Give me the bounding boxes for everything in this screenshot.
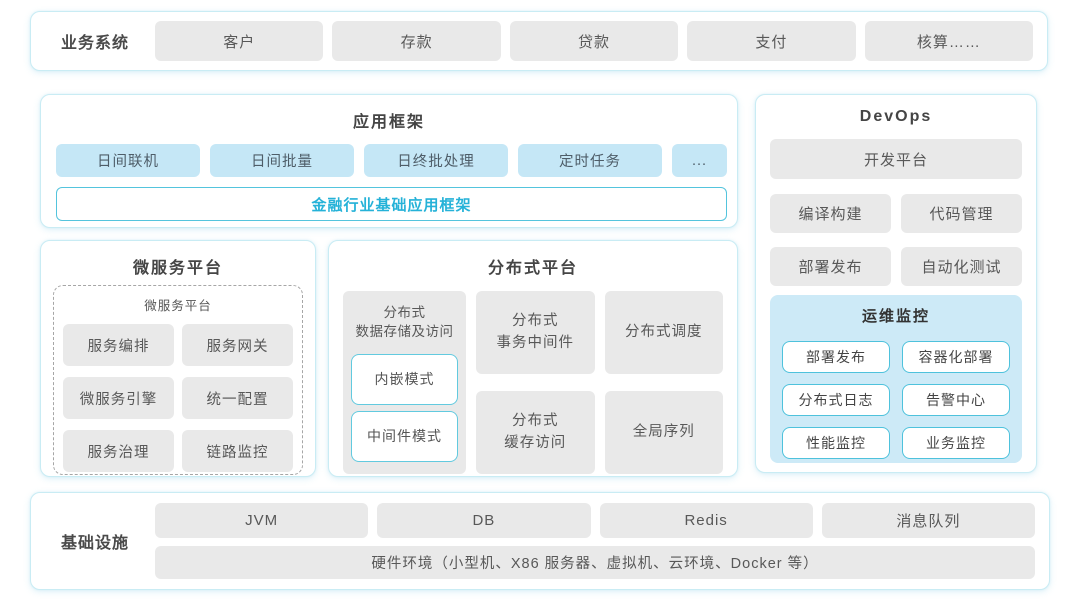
business-items-row: 客户 存款 贷款 支付 核算…… [155,21,1034,61]
box-service-orchestration: 服务编排 [63,324,174,366]
box-loan: 贷款 [509,21,679,61]
distributed-storage-title: 分布式 数据存储及访问 [355,305,454,339]
distributed-grid: 分布式 事务中间件 分布式调度 分布式 缓存访问 全局序列 [476,291,723,474]
devops-tools-grid: 编译构建 代码管理 部署发布 自动化测试 [770,194,1022,286]
box-global-sequence: 全局序列 [604,391,723,474]
box-dev-platform: 开发平台 [770,139,1022,179]
box-scheduled-task: 定时任务 [518,144,662,177]
box-container-deploy: 容器化部署 [902,341,1010,373]
box-day-batch: 日间批量 [210,144,354,177]
infrastructure-band: 基础设施 JVM DB Redis 消息队列 硬件环境（小型机、X86 服务器、… [30,492,1050,590]
box-distributed-cache: 分布式 缓存访问 [476,391,595,474]
box-eod-batch: 日终批处理 [364,144,508,177]
box-redis: Redis [599,503,813,538]
box-service-gateway: 服务网关 [182,324,293,366]
box-day-online: 日间联机 [56,144,200,177]
distributed-title: 分布式平台 [487,260,578,277]
microservices-title: 微服务平台 [132,260,223,277]
app-framework-panel: 应用框架 日间联机 日间批量 日终批处理 定时任务 ... 金融行业基础应用框架 [40,94,738,228]
box-distributed-storage: 分布式 数据存储及访问 内嵌模式 中间件模式 [343,291,466,474]
devops-panel: DevOps 开发平台 编译构建 代码管理 部署发布 自动化测试 运维监控 部署… [755,94,1037,473]
microservices-inner-title: 微服务平台 [144,299,212,313]
ops-monitor-title: 运维监控 [861,308,930,325]
box-business-monitor: 业务监控 [902,427,1010,459]
business-systems-band: 业务系统 客户 存款 贷款 支付 核算…… [30,11,1048,71]
microservices-grid: 服务编排 服务网关 微服务引擎 统一配置 服务治理 链路监控 [63,324,293,472]
box-deploy-release: 部署发布 [770,247,891,286]
finance-base-framework-bar: 金融行业基础应用框架 [56,187,727,221]
box-hardware-environment: 硬件环境（小型机、X86 服务器、虚拟机、云环境、Docker 等） [155,546,1035,579]
box-automated-test: 自动化测试 [901,247,1022,286]
box-distributed-transaction: 分布式 事务中间件 [476,291,595,374]
distributed-body: 分布式 数据存储及访问 内嵌模式 中间件模式 分布式 事务中间件 分布式调度 分… [343,291,723,474]
box-performance-monitor: 性能监控 [782,427,890,459]
box-middleware-mode: 中间件模式 [351,410,458,462]
ops-monitor-grid: 部署发布 容器化部署 分布式日志 告警中心 性能监控 业务监控 [782,341,1010,459]
devops-title: DevOps [859,108,933,125]
box-build: 编译构建 [770,194,891,233]
box-code-management: 代码管理 [901,194,1022,233]
box-service-governance: 服务治理 [63,430,174,472]
box-payment: 支付 [687,21,856,61]
infrastructure-content: JVM DB Redis 消息队列 硬件环境（小型机、X86 服务器、虚拟机、云… [155,503,1035,579]
microservices-panel: 微服务平台 微服务平台 服务编排 服务网关 微服务引擎 统一配置 服务治理 链路… [40,240,316,477]
infrastructure-items-row: JVM DB Redis 消息队列 [155,503,1035,538]
microservices-dashed-group: 微服务平台 服务编排 服务网关 微服务引擎 统一配置 服务治理 链路监控 [53,285,303,475]
box-distributed-scheduler: 分布式调度 [604,291,723,374]
app-framework-modules-row: 日间联机 日间批量 日终批处理 定时任务 ... [56,144,727,177]
box-monitor-deploy: 部署发布 [782,341,890,373]
box-unified-config: 统一配置 [182,377,293,419]
box-embedded-mode: 内嵌模式 [351,353,458,405]
app-framework-title: 应用框架 [352,114,425,131]
box-more-modules: ... [672,144,727,177]
distributed-panel: 分布式平台 分布式 数据存储及访问 内嵌模式 中间件模式 分布式 事务中间件 分… [328,240,738,477]
box-microservice-engine: 微服务引擎 [63,377,174,419]
box-deposit: 存款 [332,21,501,61]
box-message-queue: 消息队列 [821,503,1035,538]
infrastructure-label: 基础设施 [60,535,129,552]
box-accounting: 核算…… [864,21,1034,61]
box-alert-center: 告警中心 [902,384,1010,416]
box-distributed-log: 分布式日志 [782,384,890,416]
box-trace-monitor: 链路监控 [182,430,293,472]
box-customer: 客户 [155,21,324,61]
box-db: DB [377,503,591,538]
box-jvm: JVM [155,503,369,538]
business-band-label: 业务系统 [60,35,129,52]
ops-monitor-panel: 运维监控 部署发布 容器化部署 分布式日志 告警中心 性能监控 业务监控 [770,295,1022,463]
